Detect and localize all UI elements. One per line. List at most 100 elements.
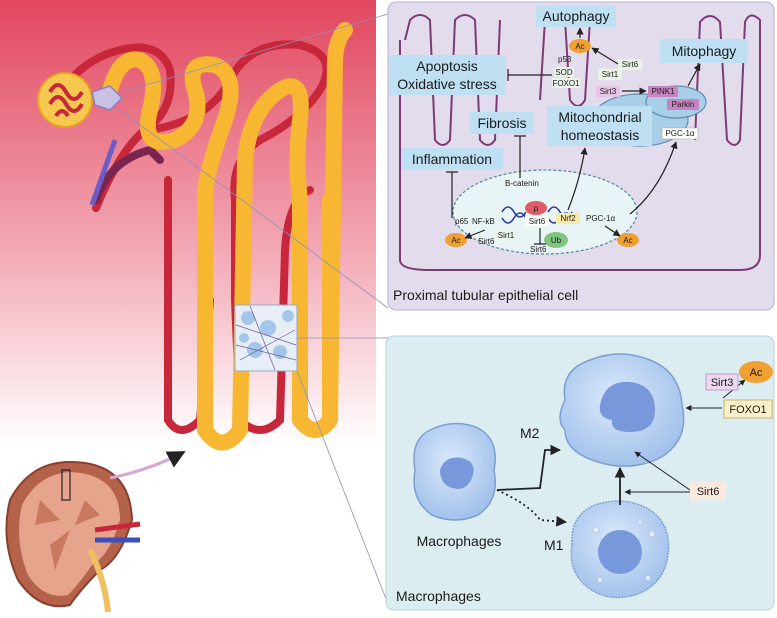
sirt6-nuclear-text: Sirt6: [529, 217, 546, 226]
ac-badge: [569, 39, 591, 53]
sirt1-nuclear-tag: [494, 230, 518, 240]
nrf2-tag: [556, 213, 580, 224]
arrow-sirt6-ac: [591, 47, 619, 65]
sirt3-tag-macro: [705, 373, 739, 391]
sirt1-tag: [598, 69, 622, 80]
dna-strand: [501, 206, 527, 224]
ac-macro-text: Ac: [750, 367, 763, 379]
kidney-cortex: [19, 472, 120, 596]
proximal-tubule: [102, 51, 239, 438]
mitophagy-box: [660, 39, 748, 63]
cell-panel: Autophagy Apoptosis Oxidative stress Mit…: [387, 1, 775, 311]
apoptosis-box: [389, 55, 506, 95]
zoom-arrow: [109, 450, 186, 480]
sirt3-macro-text: Sirt3: [711, 377, 734, 389]
kidney-inset-box: [61, 469, 71, 501]
glomerulus-tuft: [48, 83, 84, 118]
sirt6-tag: [618, 59, 642, 70]
sirt6-nuclear-tag: [525, 216, 549, 226]
sample-cell-marker: [91, 85, 124, 111]
nrf2-text: Nrf2: [560, 214, 576, 223]
cell-panel-caption: Proximal tubular epithelial cell: [393, 287, 578, 303]
parkin-tag: [667, 99, 699, 110]
parkin-text: Parkin: [672, 100, 695, 109]
p-text: p: [534, 204, 539, 213]
loop-of-henle: [197, 78, 309, 451]
ac-text-left: Ac: [451, 236, 460, 245]
pgc1a-text-mito: PGC-1α: [665, 129, 694, 138]
foxo1-text: FOXO1: [552, 79, 580, 88]
fibrosis-box: [470, 112, 534, 134]
afferent-vessel: [89, 139, 118, 206]
renal-artery: [94, 521, 141, 533]
arrow-nrf2-mito: [567, 147, 588, 211]
macrophage-label: Macrophages: [417, 533, 502, 549]
inhibit-sirt6-ub: [534, 228, 546, 245]
pgc1a-nuclear-text: PGC-1α: [586, 214, 615, 223]
mito-homeostasis-label-2: homeostasis: [561, 127, 640, 143]
m2-nucleus: [599, 381, 655, 432]
autophagy-label: Autophagy: [543, 8, 610, 24]
arrow-to-m2: [496, 444, 562, 491]
ureter: [87, 548, 111, 613]
pink1-text: PINK1: [651, 87, 675, 96]
nfkb-text: NF-kB: [472, 217, 495, 226]
inflammation-label: Inflammation: [412, 151, 492, 167]
arrow-to-m1: [496, 489, 568, 527]
arrow-ac-left: [464, 229, 486, 239]
oxidative-stress-label: Oxidative stress: [397, 76, 497, 92]
sirt3-tag: [596, 86, 620, 97]
ac-badge-left: [445, 233, 467, 247]
arrow-pgc1a-mito: [629, 141, 678, 215]
p65-text: p65: [455, 217, 469, 226]
arrow-to-mitophagy: [687, 63, 701, 87]
pgc1a-tag-mito: [661, 127, 699, 140]
arrow-sirt6-to-m2: [634, 451, 691, 491]
foxo1-tag-macro: [723, 399, 773, 419]
fibrosis-label: Fibrosis: [477, 115, 526, 131]
m1-nucleus: [598, 530, 642, 574]
m2-label: M2: [520, 425, 540, 441]
mito-homeostasis-box: [547, 106, 652, 146]
arrow-ac-right: [604, 225, 621, 237]
macro-panel-caption: Macrophages: [396, 588, 481, 604]
connector-line: [119, 109, 389, 309]
sirt6-nuclear3-text: Sirt6: [530, 245, 547, 254]
sirt6-tag-macro: [690, 482, 726, 500]
inflammation-box: [401, 148, 503, 170]
sod-tag: [554, 67, 574, 77]
sirt6-text: Sirt6: [622, 60, 639, 69]
mito-homeostasis-label: Mitochondrial: [558, 109, 641, 125]
bcatenin-text: B-catenin: [505, 179, 539, 188]
mitophagy-label: Mitophagy: [672, 43, 737, 59]
inhibit-fibrosis: [514, 135, 526, 178]
ac-badge-macro: [739, 361, 773, 383]
pink1-tag: [648, 86, 678, 97]
autophagy-box: [536, 5, 616, 27]
phospho-badge: [525, 201, 547, 215]
naive-nucleus: [440, 457, 474, 489]
sirt6-macro-text: Sirt6: [697, 486, 720, 498]
ub-badge: [544, 232, 568, 248]
sirt3-text: Sirt3: [600, 87, 617, 96]
p53-text: p53: [558, 55, 572, 64]
foxo1-macro-text: FOXO1: [729, 404, 766, 416]
sirt1-nuclear-text: Sirt1: [498, 231, 515, 240]
ac-text-right: Ac: [623, 236, 632, 245]
sirt6-nuclear2-text: Sirt6: [478, 237, 495, 246]
kidney-illustration: [5, 450, 186, 613]
arteriole-vessel: [56, 43, 175, 212]
macrophage-panel: Macrophages M2 M1 Sirt3 FOXO1 Ac: [385, 335, 775, 611]
apoptosis-label: Apoptosis: [416, 58, 477, 74]
connector-line: [121, 13, 389, 93]
sod-text: SOD: [555, 68, 573, 77]
connector-line: [296, 370, 389, 605]
ac-badge-right: [617, 233, 639, 247]
nephron-illustration: [0, 0, 389, 605]
ub-text: Ub: [551, 236, 562, 245]
sirt1-text: Sirt1: [602, 70, 619, 79]
inhibit-apoptosis: [507, 69, 552, 81]
inhibit-inflammation: [446, 171, 458, 218]
m1-label: M1: [544, 537, 564, 553]
